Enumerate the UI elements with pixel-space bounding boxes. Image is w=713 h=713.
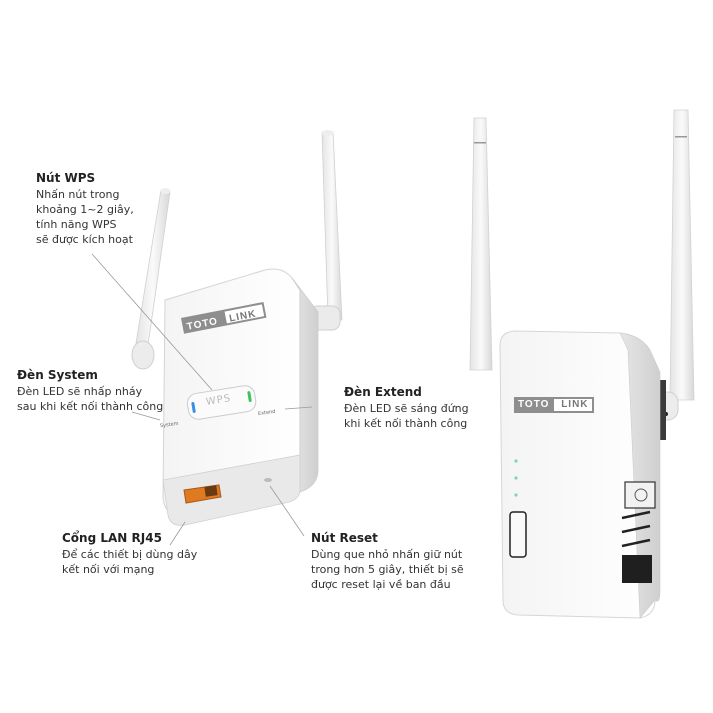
callout-reset-title: Nút Reset [311,531,378,545]
callout-wps-desc: Nhấn nút trong khoảng 1~2 giây, tính năn… [36,188,134,246]
callout-lan-desc: Để các thiết bị dùng dây kết nối với mạn… [62,548,198,576]
left-antenna-2 [309,130,343,331]
callout-system: Đèn System Đèn LED sẽ nhấp nháy sau khi … [17,367,163,414]
callout-extend: Đèn Extend Đèn LED sẽ sáng đứng khi kết … [344,384,469,431]
vent-slots [621,510,651,548]
logo-toto-right: TOTO [518,399,550,410]
leader-lines [91,253,313,546]
callout-reset: Nút Reset Dùng que nhỏ nhấn giữ nút tron… [311,530,464,592]
callout-lan: Cổng LAN RJ45 Để các thiết bị dùng dây k… [62,530,197,577]
callout-reset-desc: Dùng que nhỏ nhấn giữ nút trong hơn 5 gi… [311,548,464,591]
right-device-logo [514,397,594,413]
callout-lan-title: Cổng LAN RJ45 [62,531,162,545]
callout-wps: Nút WPS Nhấn nút trong khoảng 1~2 giây, … [36,170,134,247]
right-device [469,109,695,619]
extend-led [247,391,252,403]
logo-link-right: LINK [561,399,589,410]
left-device-logo [181,301,267,334]
power-button [624,481,656,509]
left-device [131,130,343,526]
callout-system-desc: Đèn LED sẽ nhấp nháy sau khi kết nối thà… [17,385,164,413]
system-led [191,402,196,413]
callout-system-title: Đèn System [17,368,98,382]
callout-wps-title: Nút WPS [36,171,96,185]
lan-port [183,484,222,504]
callout-extend-desc: Đèn LED sẽ sáng đứng khi kết nối thành c… [344,402,469,430]
right-wps-button [509,511,527,558]
right-antenna-1 [469,117,493,371]
power-icon [634,488,648,502]
reset-hole [264,478,272,482]
left-antenna-1 [131,188,171,370]
callout-extend-title: Đèn Extend [344,385,422,399]
